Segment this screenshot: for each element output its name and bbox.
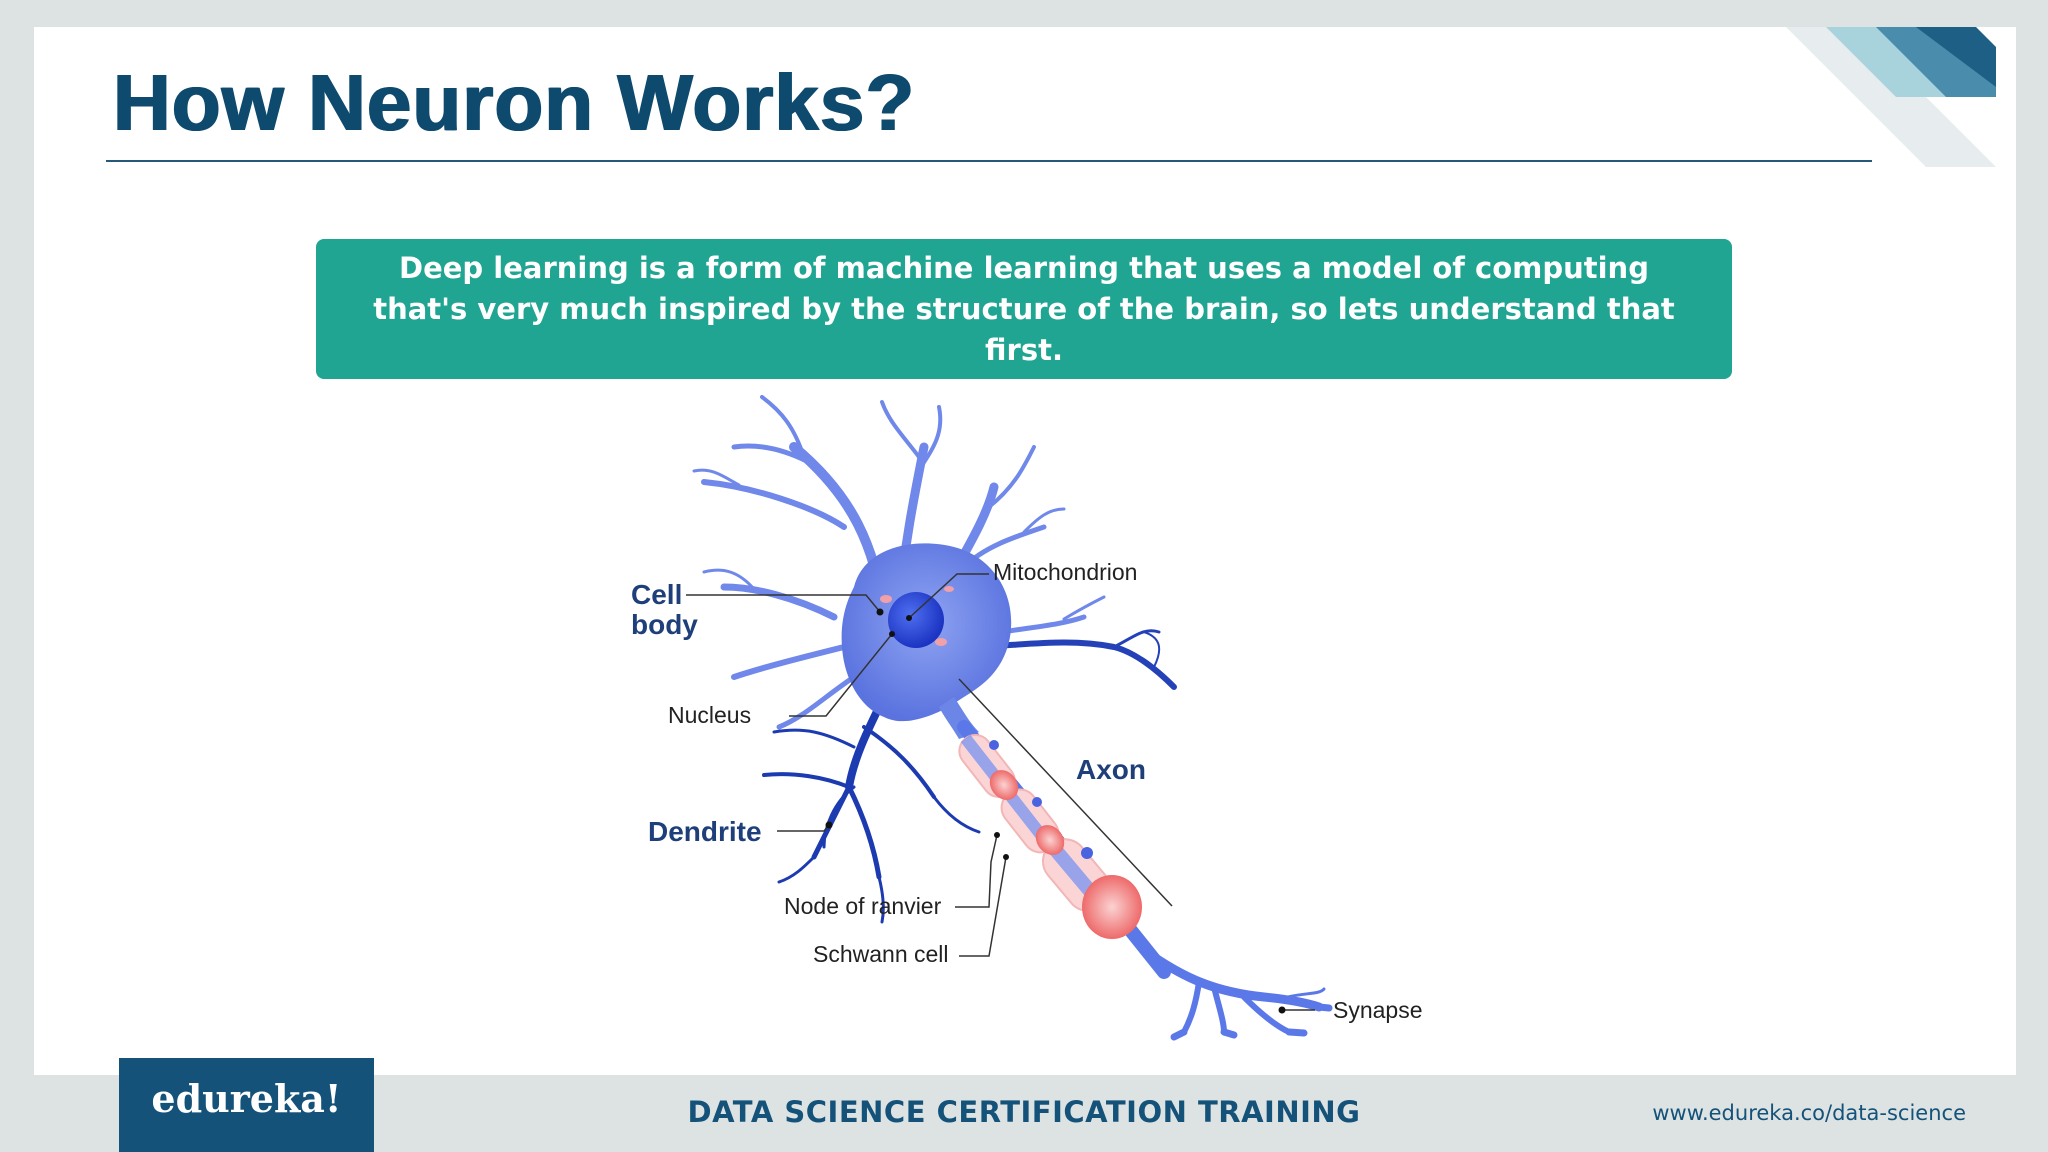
edureka-logo[interactable]: edureka!	[119, 1058, 374, 1152]
label-cell-body-line2: body	[631, 609, 698, 640]
footer-url-link[interactable]: www.edureka.co/data-science	[1652, 1101, 1966, 1125]
label-axon: Axon	[1076, 754, 1146, 785]
label-schwann-cell: Schwann cell	[813, 941, 949, 967]
slide: How Neuron Works? Deep learning is a for…	[34, 27, 2016, 1075]
lower-dendrites	[762, 683, 981, 924]
mitochondrion-b	[935, 638, 947, 646]
footer-course-title: DATA SCIENCE CERTIFICATION TRAINING	[687, 1095, 1361, 1129]
slide-title: How Neuron Works?	[112, 58, 915, 147]
intro-text: Deep learning is a form of machine learn…	[373, 250, 1675, 367]
neuron-diagram: Cell body Mitochondrion Nucleus Axon Den…	[631, 395, 1423, 1041]
label-synapse: Synapse	[1333, 997, 1423, 1023]
label-dendrite: Dendrite	[648, 816, 762, 847]
nucleus	[888, 592, 944, 648]
intro-callout: Deep learning is a form of machine learn…	[316, 239, 1732, 379]
corner-decoration	[1786, 27, 1996, 167]
mitochondrion-a	[880, 595, 892, 603]
label-cell-body-line1: Cell	[631, 579, 682, 610]
title-underline	[106, 160, 1872, 162]
leader-lines	[686, 573, 1315, 1011]
label-nucleus: Nucleus	[668, 702, 751, 728]
mitochondrion-c	[944, 586, 954, 592]
label-mitochondrion: Mitochondrion	[993, 559, 1137, 585]
nodes-of-ranvier	[989, 770, 1142, 939]
logo-text: edureka!	[151, 1075, 342, 1121]
myelin-dots	[989, 740, 1093, 859]
label-node-of-ranvier: Node of ranvier	[784, 893, 942, 919]
leader-dots	[825, 608, 1286, 1014]
axon-terminal	[1149, 952, 1333, 1041]
